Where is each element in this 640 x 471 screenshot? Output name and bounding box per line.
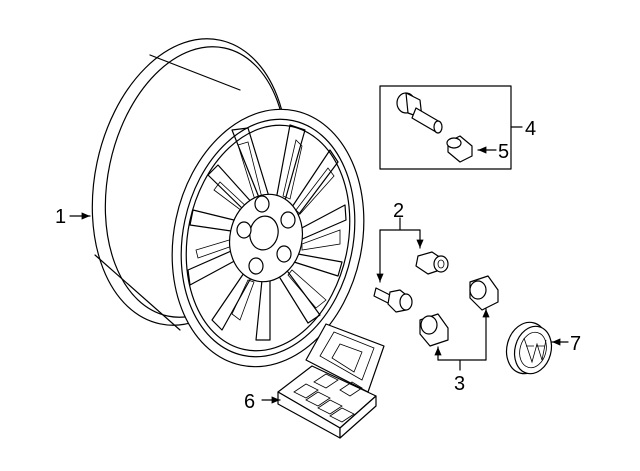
wheel-bolt-upper [415, 251, 449, 275]
callout-1: 1 [55, 206, 66, 228]
callout-5: 5 [498, 141, 509, 163]
callout-7: 7 [570, 333, 581, 355]
wheel-lock-kit [277, 323, 385, 439]
callout-6: 6 [244, 391, 255, 413]
center-cap [505, 321, 553, 375]
tpms-valve-box [379, 85, 512, 170]
wheel-spacer-lower [419, 313, 449, 347]
callout-4: 4 [525, 118, 536, 140]
callout-2: 2 [393, 200, 404, 222]
valve-cap [446, 135, 473, 163]
valve-stem [396, 92, 443, 134]
wheel-spacer-upper [469, 275, 499, 311]
wheel-bolt-lower [373, 287, 413, 313]
wheel-rim [91, 38, 365, 368]
callout-3: 3 [454, 373, 465, 395]
